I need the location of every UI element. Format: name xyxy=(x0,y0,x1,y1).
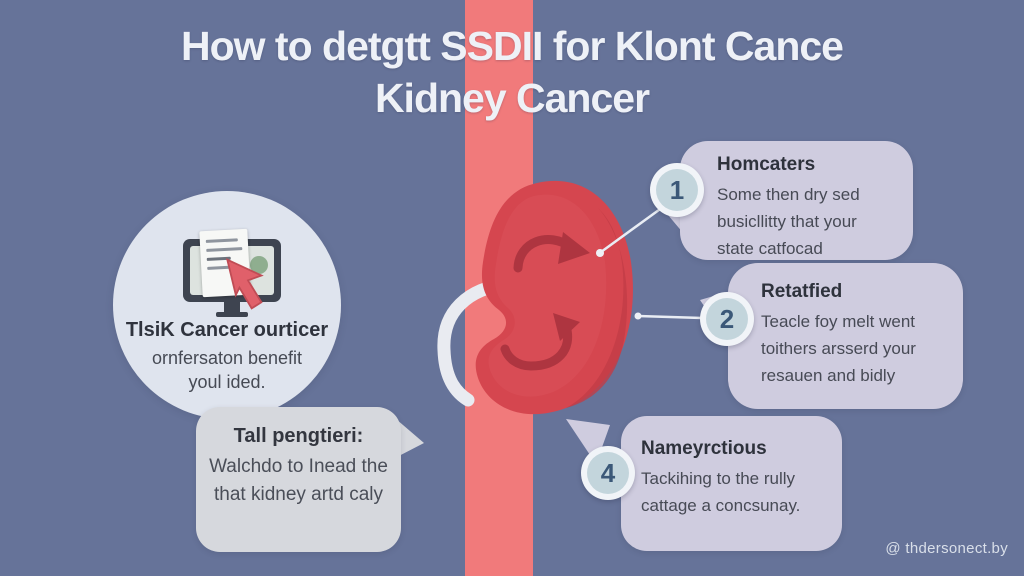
callout-1-line: state catfocad xyxy=(717,239,823,258)
callout-1-number-badge: 1 xyxy=(650,163,704,217)
cursor-arrow-icon xyxy=(225,258,264,310)
left-bubble-line: youl ided. xyxy=(188,372,266,392)
leader-line-2 xyxy=(637,314,703,320)
leader-dot-1 xyxy=(596,249,604,257)
monitor-base xyxy=(216,312,248,317)
title-line-2: Kidney Cancer xyxy=(374,75,650,121)
callout-4-line: cattage a concsunay. xyxy=(641,496,801,515)
watermark: @ thdersonect.by xyxy=(885,540,1008,557)
left-bubble-heading: TlsiK Cancer ourticer xyxy=(125,319,329,341)
callout-4-line: Tackihing to the rully xyxy=(641,469,796,488)
ureter-tube xyxy=(437,277,515,407)
bottom-left-line: Walchdo to Inead the xyxy=(209,456,388,477)
bottom-left-heading: Tall pengtieri: xyxy=(233,425,364,447)
callout-1-bubble: Homcaters Some then dry sed busicllitty … xyxy=(680,141,913,260)
callout-2-line: resauen and bidly xyxy=(761,366,896,385)
left-bubble-line: ornfersaton benefit xyxy=(151,348,303,368)
callout-1-line: Some then dry sed xyxy=(717,185,860,204)
callout-1-number: 1 xyxy=(656,169,698,211)
callout-2-line: toithers arsserd your xyxy=(761,339,916,358)
monitor-stand xyxy=(224,302,240,313)
callout-4-bubble: Nameyrctious Tackihing to the rully catt… xyxy=(621,416,842,551)
callout-1-line: busicllitty that your xyxy=(717,212,857,231)
callout-4-number: 4 xyxy=(587,452,629,494)
callout-4-number-badge: 4 xyxy=(581,446,635,500)
title-line-1: How to detgtt SSDII for Klont Cance xyxy=(181,23,844,69)
callout-2-heading: Retatfied xyxy=(761,281,843,302)
bottom-left-line: that kidney artd caly xyxy=(214,484,383,505)
callout-2-number-badge: 2 xyxy=(700,292,754,346)
screen-green-dot xyxy=(250,256,268,274)
left-bubble-text: TlsiK Cancer ourticer ornfersaton benefi… xyxy=(121,319,333,394)
callout-2-number: 2 xyxy=(706,298,748,340)
page-title: How to detgtt SSDII for Klont Cance Kidn… xyxy=(0,20,1024,124)
kidney-shade xyxy=(566,208,628,408)
callout-2-line: Teacle foy melt went xyxy=(761,312,916,331)
callout-2-bubble: Retatfied Teacle foy melt went toithers … xyxy=(728,263,963,409)
bottom-left-bubble: Tall pengtieri: Walchdo to Inead the tha… xyxy=(196,407,401,552)
monitor-document-cursor-icon xyxy=(180,228,292,318)
circulation-arrows-icon xyxy=(500,232,590,371)
callout-1-heading: Homcaters xyxy=(717,154,816,175)
leader-dot-2 xyxy=(634,312,642,320)
leader-line-1 xyxy=(600,205,664,254)
callout-4-heading: Nameyrctious xyxy=(641,438,767,459)
